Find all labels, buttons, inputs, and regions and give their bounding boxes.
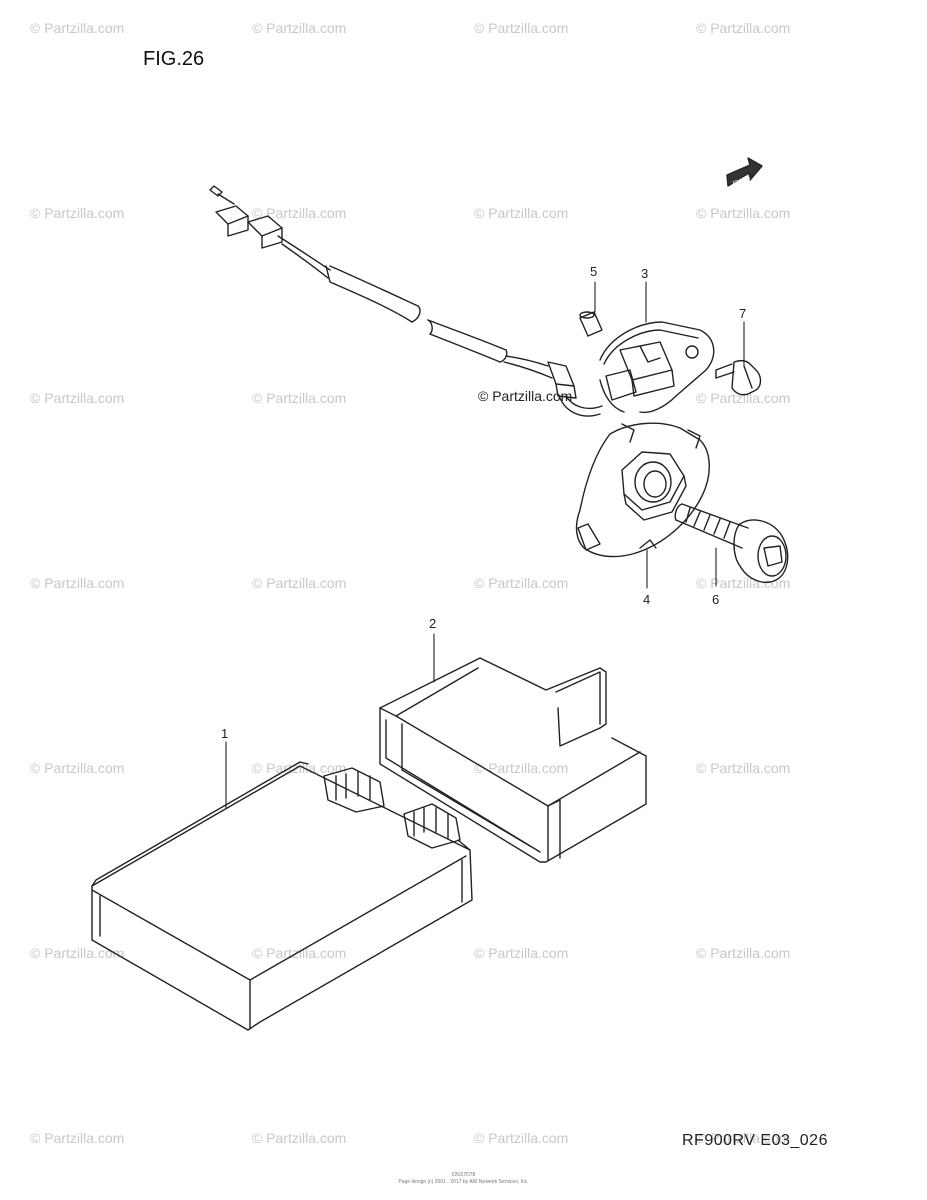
rotor-part-4 [575, 422, 710, 558]
watermark-text: © Partzilla.com [696, 205, 791, 221]
watermark-text: © Partzilla.com [474, 575, 569, 591]
watermark-text: © Partzilla.com [252, 205, 347, 221]
watermark-text: © Partzilla.com [696, 1130, 791, 1146]
watermark-text: © Partzilla.com [252, 760, 347, 776]
igniter-unit-part-1 [91, 761, 473, 1031]
watermark-text: © Partzilla.com [696, 945, 791, 961]
figure-title: FIG.26 [143, 48, 205, 70]
watermark-text: © Partzilla.com [474, 1130, 569, 1146]
callout-6[interactable]: 6 [712, 592, 719, 607]
pickup-coil-harness [209, 185, 603, 417]
callout-5[interactable]: 5 [590, 264, 597, 279]
watermark-text: © Partzilla.com [30, 575, 125, 591]
watermark-text: © Partzilla.com [474, 945, 569, 961]
callout-3[interactable]: 3 [641, 266, 648, 281]
diagram-code: RF900RV E03_026 [682, 1132, 828, 1149]
callout-7[interactable]: 7 [739, 306, 746, 321]
watermark-text: © Partzilla.com [696, 390, 791, 406]
watermark-text: © Partzilla.com [30, 20, 125, 36]
watermark-text: © Partzilla.com [30, 1130, 125, 1146]
watermark-text: © Partzilla.com [252, 575, 347, 591]
watermark-text: © Partzilla.com [30, 760, 125, 776]
callout-2[interactable]: 2 [429, 616, 436, 631]
watermark-text: © Partzilla.com [252, 945, 347, 961]
watermark-text: © Partzilla.com [252, 20, 347, 36]
watermark-text: © Partzilla.com [696, 20, 791, 36]
front-direction-arrow [726, 157, 763, 187]
callout-4[interactable]: 4 [643, 592, 650, 607]
watermark-text: © Partzilla.com [474, 760, 569, 776]
watermark-text: © Partzilla.com [474, 205, 569, 221]
center-watermark: © Partzilla.com [478, 388, 573, 404]
watermark-text: © Partzilla.com [30, 945, 125, 961]
callout-1[interactable]: 1 [221, 726, 228, 741]
bolt-part-6 [674, 503, 789, 584]
footer-line-1: 026S7D78 [451, 1172, 476, 1178]
dowel-pin-part-5 [579, 311, 603, 337]
signal-generator-part-3 [599, 321, 715, 414]
footer-line-2: Page design (c) 2001 - 2017 by ARI Netwo… [398, 1179, 529, 1185]
watermark-text: © Partzilla.com [252, 1130, 347, 1146]
watermark-text: © Partzilla.com [252, 390, 347, 406]
watermark-text: © Partzilla.com [696, 760, 791, 776]
igniter-holder-part-2 [379, 657, 647, 863]
screw-part-7 [715, 359, 762, 396]
callout-leaders [225, 281, 745, 809]
watermark-text: © Partzilla.com [696, 575, 791, 591]
watermark-text: © Partzilla.com [30, 205, 125, 221]
watermark-text: © Partzilla.com [474, 20, 569, 36]
watermark-text: © Partzilla.com [30, 390, 125, 406]
